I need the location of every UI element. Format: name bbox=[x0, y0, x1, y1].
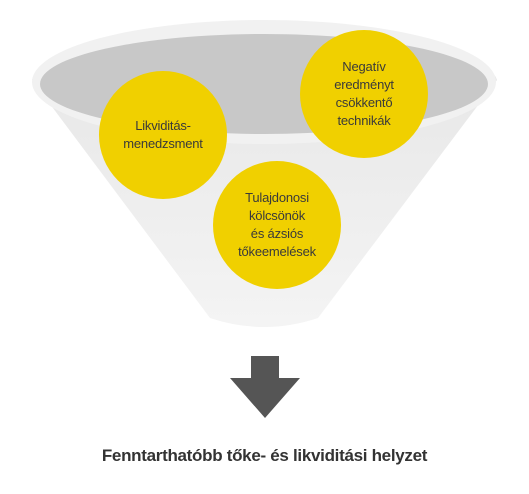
circle-label-likviditas: Likviditás- menedzsment bbox=[123, 118, 203, 151]
circle-tulajdonosi bbox=[213, 161, 341, 289]
circle-likviditas bbox=[99, 71, 227, 199]
circle-negativ bbox=[300, 30, 428, 158]
circle-label-negativ: Negatív eredményt csökkentő technikák bbox=[334, 59, 394, 128]
down-arrow-icon bbox=[230, 356, 300, 418]
result-heading: Fenntarthatóbb tőke- és likviditási hely… bbox=[101, 446, 428, 465]
circle-label-tulajdonosi: Tulajdonosi kölcsönök és ázsiós tőkeemel… bbox=[238, 190, 316, 259]
